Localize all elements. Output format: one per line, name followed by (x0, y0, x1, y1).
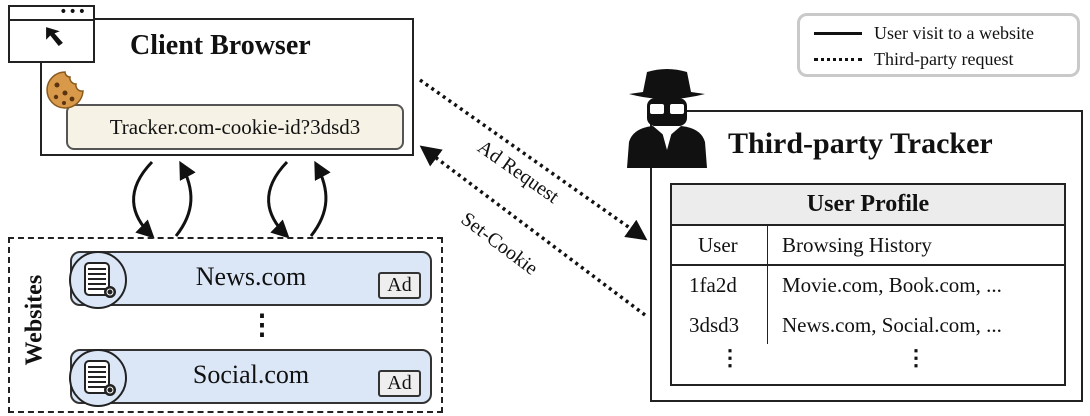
websites-group (8, 237, 443, 413)
cookie-icon (46, 71, 84, 109)
visit-arrow-up-2 (309, 160, 331, 237)
client-browser-title: Client Browser (130, 30, 311, 61)
visit-arrow-up-1 (174, 160, 196, 237)
column-header-history: Browsing History (782, 233, 932, 257)
dotted-line-sample (814, 58, 862, 61)
legend-solid-label: User visit to a website (874, 23, 1034, 43)
legend-solid: User visit to a website (814, 23, 1034, 44)
ad-request-arrow (418, 78, 648, 241)
legend-dotted: Third-party request (814, 49, 1013, 70)
column-header-user: User (698, 233, 738, 257)
table-row-user: 3dsd3 (689, 313, 740, 337)
site-news: News.com Ad (69, 251, 432, 309)
browser-window-icon: ••• (8, 4, 95, 63)
ad-badge: Ad (378, 272, 421, 299)
legend-dotted-label: Third-party request (874, 49, 1014, 69)
visit-arrow-down-1 (132, 160, 155, 239)
table-row-history: Movie.com, Book.com, ... (782, 273, 1002, 297)
tracker-title: Third-party Tracker (728, 127, 993, 160)
table-continuation: ⋮ (719, 345, 741, 370)
table-row-history: News.com, Social.com, ... (782, 313, 1002, 337)
site-name: News.com (195, 262, 307, 291)
user-profile-table: User Profile User Browsing History 1fa2d… (670, 183, 1066, 386)
websites-label: Websites (21, 274, 48, 366)
cursor-icon (46, 27, 63, 46)
spy-icon (627, 69, 707, 168)
sites-ellipsis: ⋮ (248, 310, 276, 341)
visit-arrow-down-2 (267, 160, 290, 239)
table-continuation: ⋮ (905, 345, 927, 370)
site-social: Social.com Ad (69, 349, 432, 407)
ad-badge: Ad (378, 370, 421, 397)
profile-table-title: User Profile (672, 185, 1064, 226)
cookie-value: Tracker.com-cookie-id?3dsd3 (66, 104, 404, 150)
server-icon (69, 251, 127, 309)
set-cookie-arrow (419, 145, 647, 317)
table-row-user: 1fa2d (689, 273, 737, 297)
solid-line-sample (814, 32, 862, 35)
legend: User visit to a website Third-party requ… (797, 13, 1080, 77)
site-name: Social.com (192, 360, 310, 389)
server-icon (69, 349, 127, 407)
